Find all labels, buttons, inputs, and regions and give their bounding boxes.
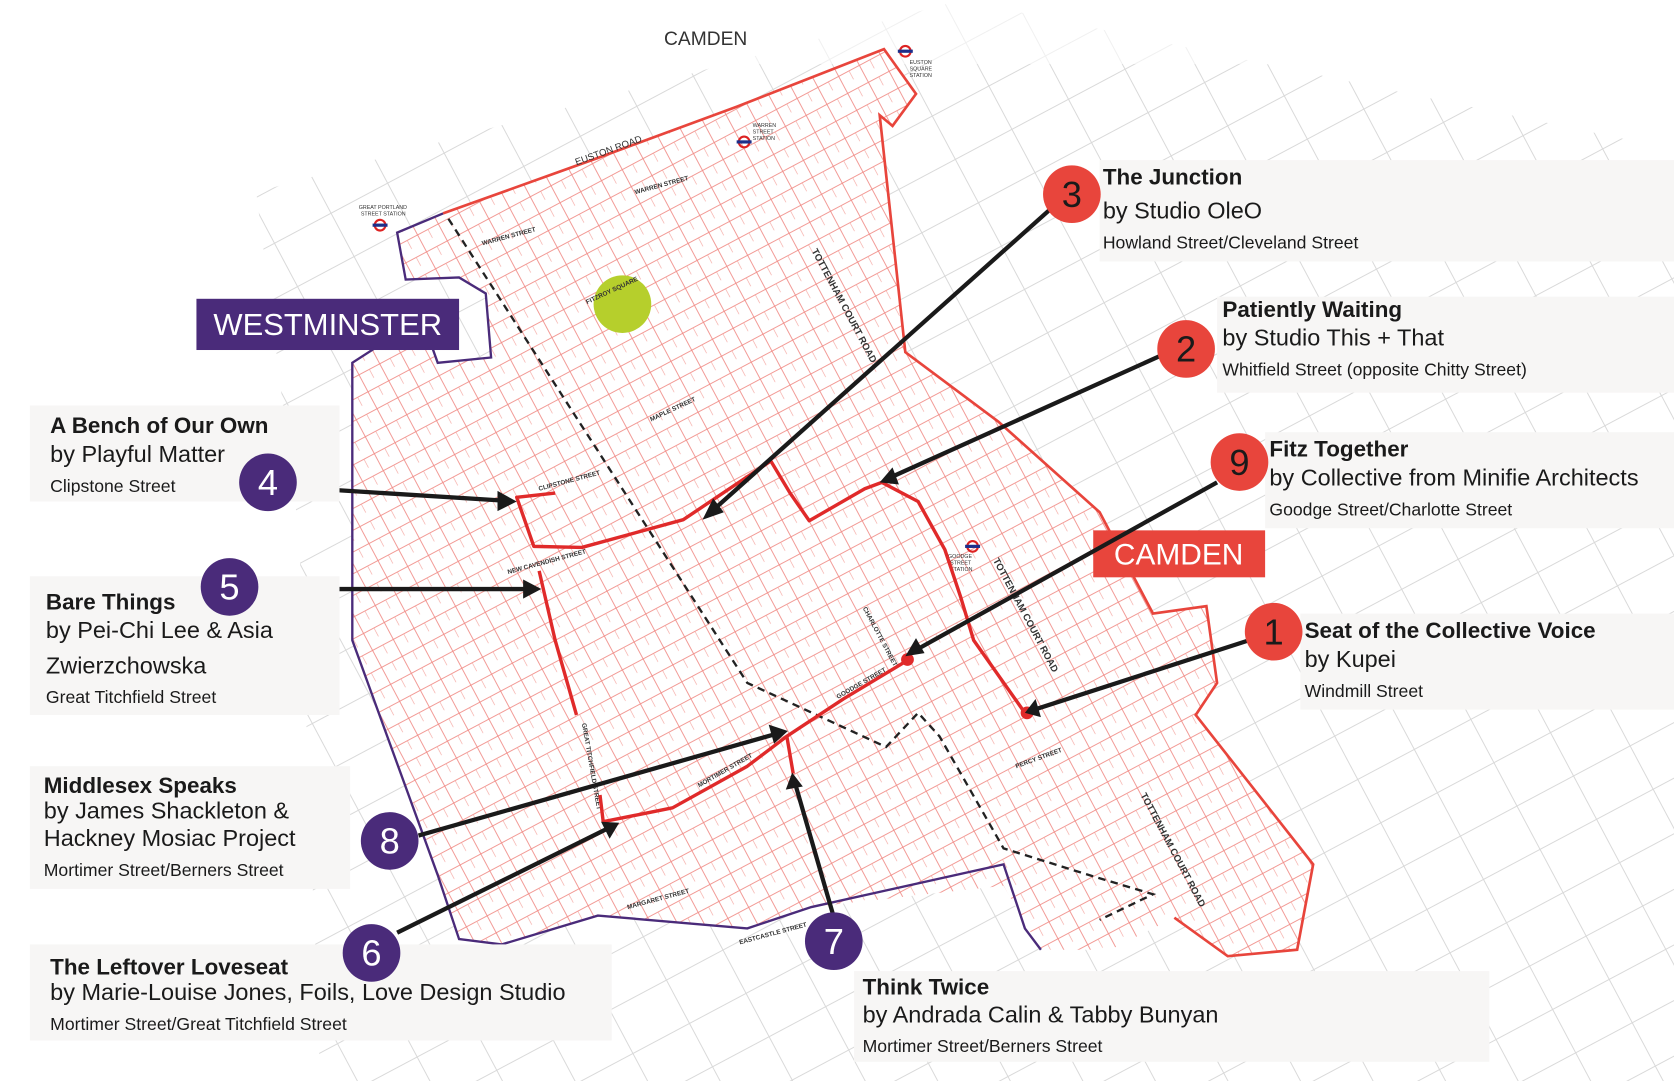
svg-text:Patiently Waiting: Patiently Waiting xyxy=(1222,297,1402,322)
station-goodge-street: GOODGE STREET STATION xyxy=(948,539,981,573)
svg-text:Middlesex Speaks: Middlesex Speaks xyxy=(44,773,237,798)
svg-text:by Playful Matter: by Playful Matter xyxy=(50,441,225,467)
arrow-8 xyxy=(417,732,776,838)
station-warren-street: WARREN STREET STATION xyxy=(736,123,777,149)
svg-text:The Leftover Loveseat: The Leftover Loveseat xyxy=(50,954,288,979)
westminster-label: WESTMINSTER xyxy=(196,298,460,351)
arrow-9 xyxy=(917,480,1219,651)
svg-text:Clipstone Street: Clipstone Street xyxy=(50,476,175,496)
arrow-2 xyxy=(890,352,1165,479)
underground-icon xyxy=(965,539,981,553)
installation-4[interactable]: A Bench of Our Own by Playful Matter Cli… xyxy=(29,405,340,512)
svg-text:WARREN: WARREN xyxy=(753,123,777,129)
svg-text:Whitfield Street (opposite Chi: Whitfield Street (opposite Chitty Street… xyxy=(1222,360,1526,380)
svg-text:Seat of the Collective Voice: Seat of the Collective Voice xyxy=(1305,618,1596,643)
arrow-3 xyxy=(711,206,1054,512)
svg-text:by Andrada Calin & Tabby Bunya: by Andrada Calin & Tabby Bunyan xyxy=(863,1001,1219,1027)
camden-label: CAMDEN xyxy=(1093,530,1266,578)
installation-3[interactable]: 3 The Junction by Studio OleO Howland St… xyxy=(1043,160,1674,262)
number-marker xyxy=(1043,165,1101,224)
installation-1[interactable]: 1 Seat of the Collective Voice by Kupei … xyxy=(1244,602,1674,710)
installation-6[interactable]: The Leftover Loveseat by Marie-Louise Jo… xyxy=(29,924,612,1041)
number-marker xyxy=(342,924,401,982)
svg-text:2: 2 xyxy=(1176,329,1196,370)
svg-text:Goodge Street/Charlotte Street: Goodge Street/Charlotte Street xyxy=(1269,499,1512,519)
svg-text:by Studio OleO: by Studio OleO xyxy=(1103,198,1262,224)
svg-text:9: 9 xyxy=(1229,442,1249,483)
svg-text:EUSTON: EUSTON xyxy=(910,60,932,66)
station-euston-square: EUSTON SQUARE STATION xyxy=(897,44,933,79)
arrow-1 xyxy=(1037,638,1250,711)
svg-text:by Marie-Louise Jones, Foils,: by Marie-Louise Jones, Foils, Love Desig… xyxy=(50,979,565,1005)
svg-text:7: 7 xyxy=(824,921,844,962)
svg-text:1: 1 xyxy=(1264,612,1284,653)
svg-text:SQUARE: SQUARE xyxy=(910,66,933,72)
svg-text:Howland Street/Cleveland Stree: Howland Street/Cleveland Street xyxy=(1103,233,1359,253)
route-mortimer xyxy=(598,660,907,824)
svg-text:8: 8 xyxy=(380,821,400,862)
svg-text:Bare Things: Bare Things xyxy=(46,589,176,614)
installation-2[interactable]: 2 Patiently Waiting by Studio This + Tha… xyxy=(1157,296,1674,393)
svg-text:CAMDEN: CAMDEN xyxy=(1114,539,1243,572)
svg-text:Great Titchfield Street: Great Titchfield Street xyxy=(46,687,216,707)
svg-text:by Collective from Minifie Arc: by Collective from Minifie Architects xyxy=(1269,465,1638,491)
svg-text:Mortimer Street/Great Titchfie: Mortimer Street/Great Titchfield Street xyxy=(50,1014,347,1034)
svg-text:6: 6 xyxy=(361,933,381,974)
svg-text:GREAT PORTLAND: GREAT PORTLAND xyxy=(359,205,407,211)
station-great-portland: GREAT PORTLAND STREET STATION xyxy=(359,205,407,232)
camden-boundary xyxy=(442,47,1315,958)
underground-icon xyxy=(897,44,913,58)
underground-icon xyxy=(736,135,752,149)
svg-text:by James Shackleton &: by James Shackleton & xyxy=(44,797,290,823)
svg-text:STATION: STATION xyxy=(950,567,972,573)
number-marker xyxy=(1244,602,1303,661)
svg-text:4: 4 xyxy=(258,462,278,503)
svg-text:by Studio This + That: by Studio This + That xyxy=(1222,325,1444,351)
svg-text:STREET STATION: STREET STATION xyxy=(361,212,406,218)
route-berners xyxy=(785,736,795,774)
svg-text:STATION: STATION xyxy=(910,73,932,79)
installation-7[interactable]: 7 Think Twice by Andrada Calin & Tabby B… xyxy=(804,912,1490,1062)
underground-icon xyxy=(372,218,388,232)
svg-text:3: 3 xyxy=(1062,174,1082,215)
number-marker xyxy=(239,453,297,512)
svg-text:STATION: STATION xyxy=(753,136,775,142)
svg-text:Hackney Mosiac Project: Hackney Mosiac Project xyxy=(44,825,296,851)
arrow-7 xyxy=(793,783,835,915)
svg-text:by Kupei: by Kupei xyxy=(1305,646,1396,672)
arrow-6 xyxy=(396,826,610,935)
borough-divider-dashed xyxy=(447,218,1157,921)
number-marker xyxy=(804,912,863,971)
arrowheads xyxy=(497,467,1041,839)
westminster-boundary xyxy=(351,212,1042,951)
svg-text:by Pei-Chi Lee & Asia: by Pei-Chi Lee & Asia xyxy=(46,617,274,643)
installation-5[interactable]: Bare Things by Pei-Chi Lee & Asia Zwierz… xyxy=(29,558,340,715)
number-marker xyxy=(200,558,259,616)
number-marker xyxy=(1210,433,1269,491)
number-marker xyxy=(360,812,419,870)
svg-text:A Bench of Our Own: A Bench of Our Own xyxy=(50,413,268,438)
svg-text:5: 5 xyxy=(219,567,239,608)
borough-label-camden-top: CAMDEN xyxy=(664,29,747,50)
route-clipstone xyxy=(515,459,1027,714)
svg-text:Think Twice: Think Twice xyxy=(863,975,990,1000)
installation-routes xyxy=(515,459,1027,824)
svg-text:Windmill Street: Windmill Street xyxy=(1305,681,1424,701)
installation-8[interactable]: Middlesex Speaks by James Shackleton & H… xyxy=(29,766,419,889)
svg-text:Mortimer Street/Berners Street: Mortimer Street/Berners Street xyxy=(863,1036,1103,1056)
route-great-titchfield xyxy=(537,570,579,716)
svg-text:Mortimer Street/Berners Street: Mortimer Street/Berners Street xyxy=(44,860,284,880)
svg-text:Fitz Together: Fitz Together xyxy=(1269,437,1408,462)
number-marker xyxy=(1157,320,1215,378)
svg-text:STREET: STREET xyxy=(753,129,775,135)
svg-text:The Junction: The Junction xyxy=(1103,165,1242,190)
installation-9[interactable]: 9 Fitz Together by Collective from Minif… xyxy=(1210,432,1674,529)
svg-text:Zwierzchowska: Zwierzchowska xyxy=(46,652,207,678)
svg-text:WESTMINSTER: WESTMINSTER xyxy=(213,307,442,342)
site-marker-9 xyxy=(901,653,914,666)
svg-text:STREET: STREET xyxy=(950,561,972,567)
svg-text:GOODGE: GOODGE xyxy=(948,554,972,560)
fitzroy-square-park xyxy=(593,275,652,333)
